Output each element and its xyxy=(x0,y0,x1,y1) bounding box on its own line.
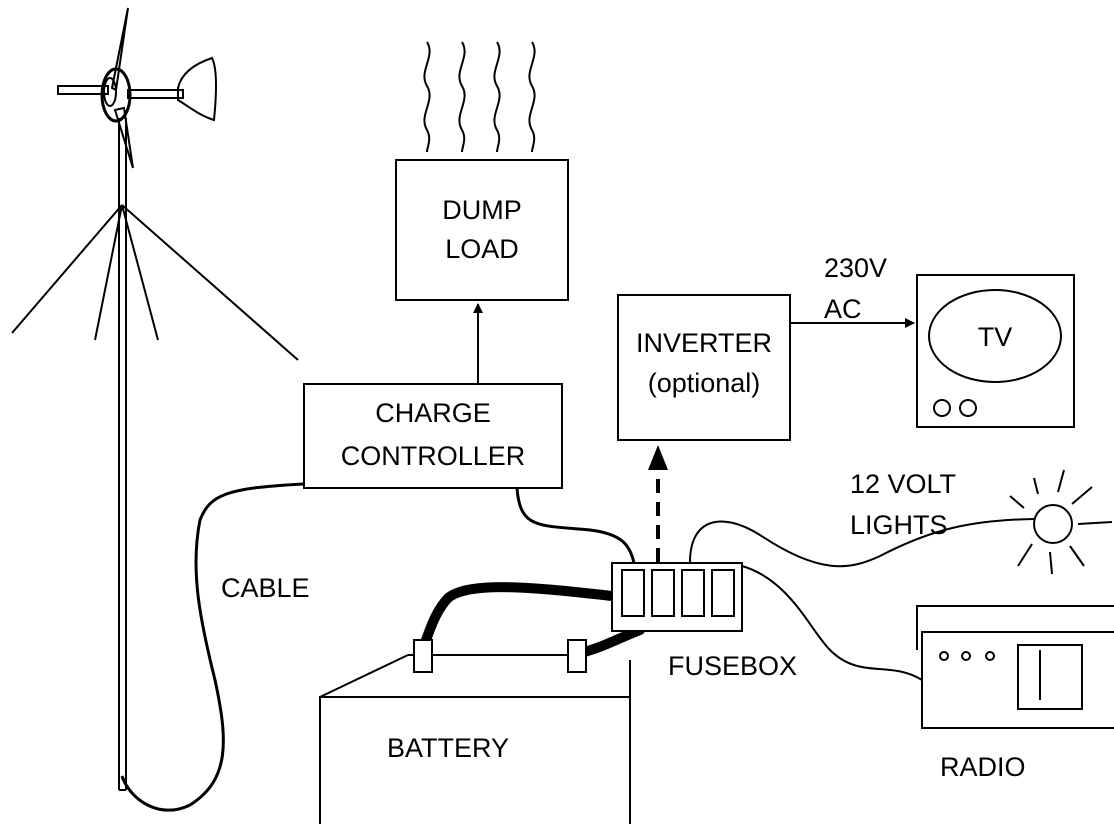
fusebox-icon xyxy=(611,562,743,632)
guy-wire-left xyxy=(11,204,123,334)
battery-icon: BATTERY xyxy=(319,639,631,824)
inverter-box: INVERTER (optional) xyxy=(617,294,791,441)
tail-fin xyxy=(177,56,217,122)
dump-load-label-1: DUMP xyxy=(442,195,522,225)
lights-label-2: LIGHTS xyxy=(850,510,948,540)
battery-label: BATTERY xyxy=(387,733,509,763)
lights-label-1: 12 VOLT xyxy=(850,469,956,499)
inverter-label-2: (optional) xyxy=(648,368,761,398)
dump-load-label-2: LOAD xyxy=(445,234,519,264)
tv-label: TV xyxy=(978,322,1013,352)
radio-label: RADIO xyxy=(940,752,1026,782)
charge-controller-label-1: CHARGE xyxy=(375,398,491,428)
ac-voltage-label-1: 230V xyxy=(824,253,887,283)
wind-turbine xyxy=(11,7,299,791)
cable-label: CABLE xyxy=(221,573,310,603)
tv-icon: TV xyxy=(916,274,1075,428)
ac-voltage-label-2: AC xyxy=(824,294,862,324)
battery-positive-cable xyxy=(421,582,617,645)
rotor-hub-inner xyxy=(103,77,117,107)
blade-up xyxy=(110,7,129,92)
blade-left xyxy=(57,85,109,95)
blade-down xyxy=(113,106,134,169)
heat-waves-icon xyxy=(423,41,536,153)
radio-wire xyxy=(741,565,923,681)
battery-terminal-negative xyxy=(567,639,587,673)
cable-wire xyxy=(120,482,305,812)
arrow-to-inverter-head xyxy=(648,445,668,470)
lights-wire xyxy=(689,518,1035,568)
rotor-hub xyxy=(100,67,132,123)
guy-wire-inner-right xyxy=(121,204,159,341)
charge-controller-label-2: CONTROLLER xyxy=(341,441,526,471)
battery-negative-cable xyxy=(579,625,645,657)
light-icon xyxy=(1009,469,1113,575)
guy-wire-right xyxy=(121,204,299,361)
dump-load-box: DUMP LOAD xyxy=(395,159,569,301)
controller-to-fusebox-wire xyxy=(515,487,636,564)
fusebox-label: FUSEBOX xyxy=(668,651,797,681)
guy-wire-inner-left xyxy=(94,204,123,341)
radio-icon xyxy=(916,605,1114,729)
charge-controller-box: CHARGE CONTROLLER xyxy=(303,383,563,489)
tail-boom xyxy=(127,89,184,99)
battery-terminal-positive xyxy=(413,639,433,673)
inverter-label-1: INVERTER xyxy=(636,328,772,358)
